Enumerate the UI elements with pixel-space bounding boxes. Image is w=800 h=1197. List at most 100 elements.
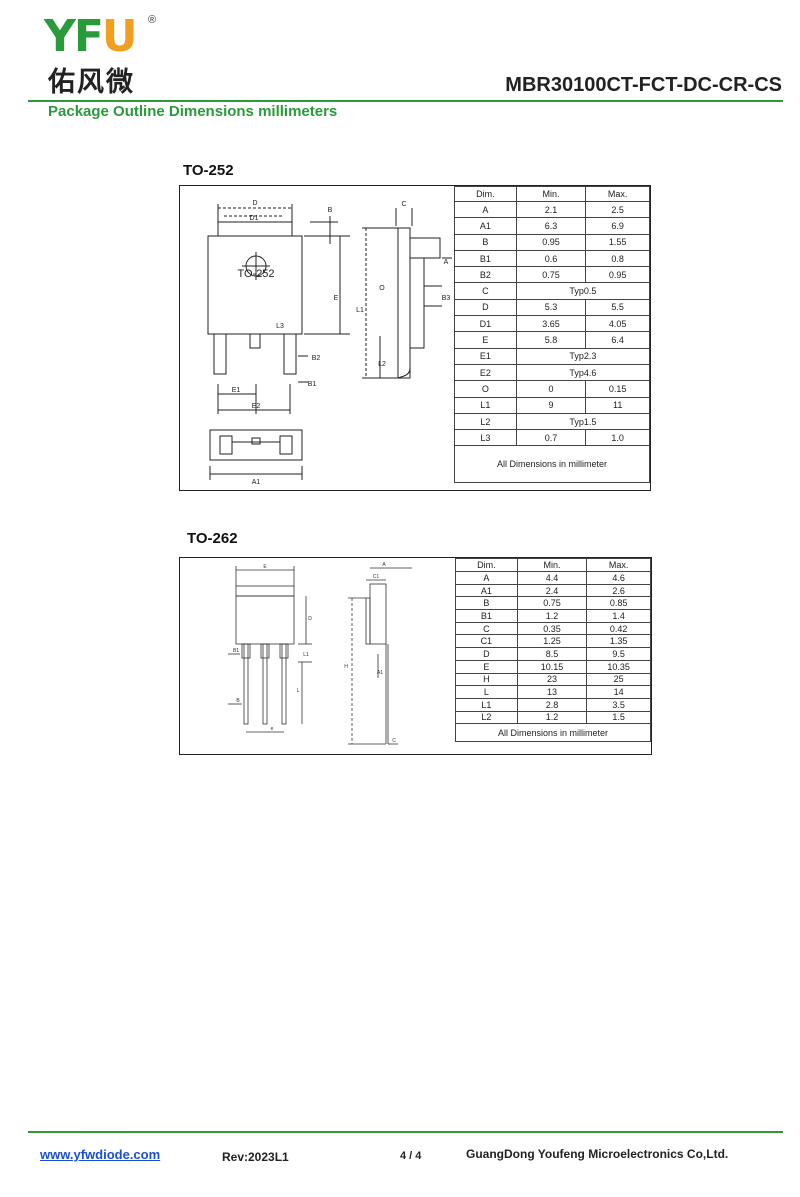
svg-text:D1: D1 bbox=[250, 215, 259, 222]
header-min: Min. bbox=[516, 558, 588, 572]
max-cell: 0.42 bbox=[586, 621, 651, 636]
dim-cell: B1 bbox=[455, 609, 518, 623]
to262-panel: E A C1 D B1 L1 L B e H A1 C Dim. Min. Ma… bbox=[179, 557, 652, 755]
max-cell: 1.35 bbox=[586, 634, 651, 649]
header-dim: Dim. bbox=[455, 558, 518, 572]
max-cell: 4.05 bbox=[585, 315, 650, 333]
svg-text:D: D bbox=[252, 200, 257, 207]
min-cell: 0.6 bbox=[515, 249, 587, 268]
max-cell: 5.5 bbox=[585, 298, 650, 317]
table-footer-row: All Dimensions in millimeter bbox=[454, 445, 650, 484]
min-cell: 2.8 bbox=[516, 697, 588, 712]
max-cell: 0.95 bbox=[585, 266, 650, 284]
registered-mark: ® bbox=[148, 14, 157, 26]
svg-text:L1: L1 bbox=[303, 652, 309, 658]
svg-text:A1: A1 bbox=[252, 479, 261, 486]
min-cell: 1.2 bbox=[516, 710, 588, 725]
max-cell: 0.8 bbox=[585, 249, 650, 268]
min-cell: 1.2 bbox=[516, 609, 588, 623]
dim-cell: B1 bbox=[454, 249, 517, 268]
max-cell: 14 bbox=[586, 685, 651, 699]
svg-text:O: O bbox=[379, 285, 385, 292]
dim-cell: E1 bbox=[454, 347, 517, 365]
svg-text:e: e bbox=[271, 726, 274, 732]
min-cell: 23 bbox=[516, 672, 588, 687]
min-cell: 2.4 bbox=[516, 583, 588, 598]
logo-chinese-name: 佑风微 bbox=[48, 67, 135, 98]
dim-cell: E2 bbox=[454, 363, 517, 382]
svg-text:B3: B3 bbox=[442, 295, 451, 302]
svg-text:A: A bbox=[444, 259, 449, 266]
min-cell: 0.75 bbox=[515, 266, 587, 284]
dim-cell: A1 bbox=[454, 217, 517, 235]
max-cell: 2.6 bbox=[586, 583, 651, 598]
max-cell: 1.55 bbox=[585, 233, 650, 251]
min-cell: 0.35 bbox=[516, 621, 588, 636]
min-cell: 9 bbox=[515, 396, 587, 414]
min-cell: 5.3 bbox=[515, 298, 587, 317]
svg-text:H: H bbox=[344, 664, 348, 670]
header-max: Max. bbox=[586, 558, 651, 572]
website-link[interactable]: www.yfwdiode.com bbox=[40, 1147, 161, 1162]
dim-cell: C bbox=[455, 621, 518, 636]
svg-text:C: C bbox=[401, 201, 406, 208]
svg-text:E2: E2 bbox=[252, 403, 261, 410]
svg-text:A: A bbox=[382, 562, 386, 568]
to252-label: TO-252 bbox=[183, 162, 234, 179]
min-cell: 0 bbox=[515, 380, 587, 398]
part-number: MBR30100CT-FCT-DC-CR-CS bbox=[505, 74, 782, 96]
min-cell: 13 bbox=[516, 685, 588, 699]
table-footnote: All Dimensions in millimeter bbox=[455, 723, 651, 743]
max-cell: 10.35 bbox=[586, 659, 651, 674]
dim-cell: O bbox=[454, 380, 517, 398]
max-cell: 6.4 bbox=[585, 331, 650, 349]
svg-text:B: B bbox=[236, 698, 240, 704]
svg-text:C: C bbox=[392, 738, 396, 744]
min-cell: 2.1 bbox=[515, 200, 587, 219]
svg-text:C1: C1 bbox=[373, 574, 380, 580]
to262-outline-drawing: E A C1 D B1 L1 L B e H A1 C bbox=[228, 562, 412, 745]
dim-cell: D1 bbox=[454, 315, 517, 333]
min-cell: 3.65 bbox=[515, 315, 587, 333]
min-cell: 0.75 bbox=[516, 596, 588, 611]
dim-cell: B2 bbox=[454, 266, 517, 284]
min-cell: 5.8 bbox=[515, 331, 587, 349]
company-logo: YFU ® 佑风微 bbox=[44, 11, 164, 99]
typ-cell: Typ1.5 bbox=[515, 412, 651, 431]
header-max: Max. bbox=[585, 186, 650, 202]
max-cell: 6.9 bbox=[585, 217, 650, 235]
dim-cell: L2 bbox=[455, 710, 518, 725]
footer-divider bbox=[28, 1131, 783, 1133]
to262-label: TO-262 bbox=[187, 530, 238, 547]
section-title: Package Outline Dimensions millimeters bbox=[48, 103, 338, 120]
max-cell: 1.5 bbox=[586, 710, 651, 725]
min-cell: 4.4 bbox=[516, 571, 588, 585]
revision-label: Rev:2023L1 bbox=[222, 1150, 289, 1164]
dim-cell: L3 bbox=[454, 429, 517, 447]
dim-cell: B bbox=[455, 596, 518, 611]
dim-cell: D bbox=[454, 298, 517, 317]
max-cell: 0.85 bbox=[586, 596, 651, 611]
header-dim: Dim. bbox=[454, 186, 517, 202]
min-cell: 10.15 bbox=[516, 659, 588, 674]
dim-cell: E bbox=[455, 659, 518, 674]
to252-outline-drawing: TO-252 D D1 B E L3 B2 B1 E1 E2 A1 C A O … bbox=[207, 200, 452, 486]
logo-wordmark: YFU bbox=[44, 11, 138, 62]
max-cell: 4.6 bbox=[586, 571, 651, 585]
max-cell: 0.15 bbox=[585, 380, 650, 398]
body-marking: TO-252 bbox=[237, 268, 274, 280]
